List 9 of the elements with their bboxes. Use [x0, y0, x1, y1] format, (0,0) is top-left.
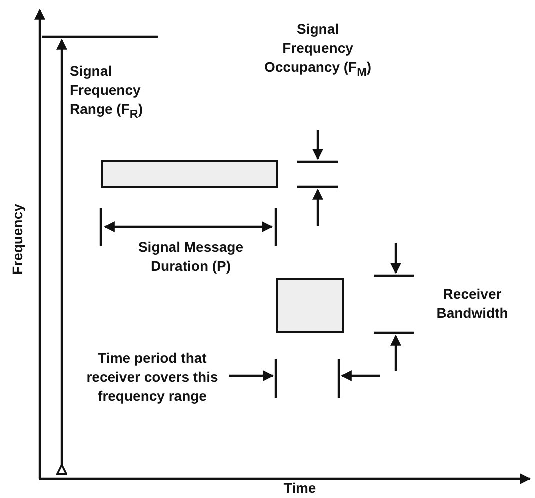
dimension-label: Signal Frequency Range (F$_{R}$): [70, 62, 144, 123]
axis-label: Time: [282, 479, 318, 498]
annotation-text: Time period that receiver covers this frequency range: [86, 349, 220, 406]
dimension-label: Receiver Bandwidth: [436, 285, 510, 323]
axis-label: Frequency: [8, 203, 26, 277]
shaded-rectangle: [276, 278, 344, 333]
dimension-label: Signal Message Duration (P): [137, 238, 245, 276]
dimension-label: Signal Frequency Occupancy (F$_{M}$): [264, 20, 372, 81]
shaded-rectangle: [101, 160, 278, 188]
